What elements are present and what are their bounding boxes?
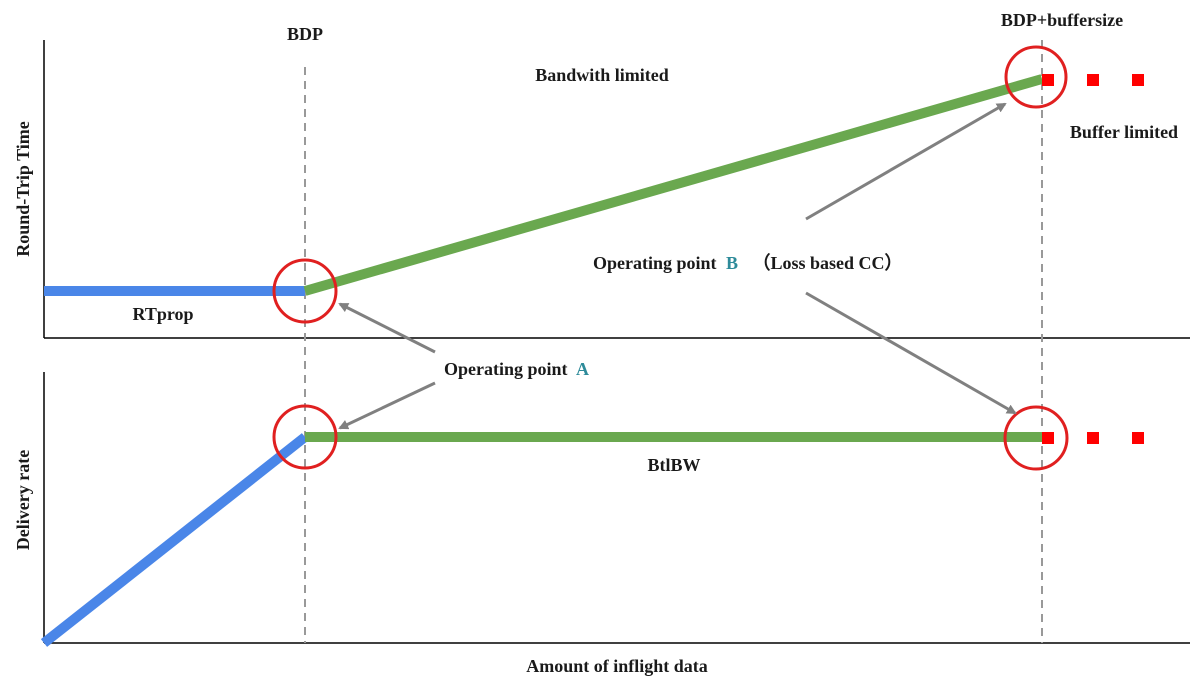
buffer-limited-marks-bottom bbox=[1042, 432, 1144, 444]
arrow-b-to-rtt bbox=[805, 102, 1007, 221]
rtprop-label: RTprop bbox=[132, 304, 193, 324]
operating-point-b-rtt-circle bbox=[1004, 45, 1068, 109]
operating-point-a-delivery-circle bbox=[272, 404, 338, 470]
bdp-buffer-label: BDP+buffersize bbox=[1001, 10, 1123, 30]
bandwidth-limited-label: Bandwith limited bbox=[535, 65, 669, 85]
operating-point-a-letter: A bbox=[576, 359, 589, 379]
operating-point-b-delivery-circle bbox=[1003, 405, 1069, 471]
btlbw-label: BtlBW bbox=[647, 455, 700, 475]
arrow-b-to-delivery bbox=[805, 291, 1017, 415]
delivery-app-limited-line bbox=[40, 433, 309, 647]
rtt-axis-label: Round-Trip Time bbox=[13, 121, 33, 257]
operating-point-b-note: （Loss based CC） bbox=[753, 253, 903, 273]
rtt-bandwidth-limited-line bbox=[303, 74, 1044, 296]
arrow-a-to-rtt bbox=[338, 302, 436, 354]
bdp-label: BDP bbox=[287, 24, 323, 44]
x-axis-label: Amount of inflight data bbox=[526, 656, 708, 676]
operating-point-a-text: Operating point bbox=[444, 359, 568, 379]
arrow-a-to-delivery bbox=[338, 381, 436, 430]
buffer-limited-label: Buffer limited bbox=[1070, 122, 1178, 142]
operating-point-a-rtt-circle bbox=[272, 258, 338, 324]
buffer-limited-marks-top bbox=[1042, 74, 1144, 86]
operating-point-a-label: Operating point A bbox=[444, 359, 589, 379]
delivery-axis-label: Delivery rate bbox=[13, 450, 33, 550]
operating-point-b-label: Operating point B （Loss based CC） bbox=[593, 253, 903, 273]
operating-point-b-text: Operating point bbox=[593, 253, 717, 273]
operating-point-b-letter: B bbox=[726, 253, 738, 273]
